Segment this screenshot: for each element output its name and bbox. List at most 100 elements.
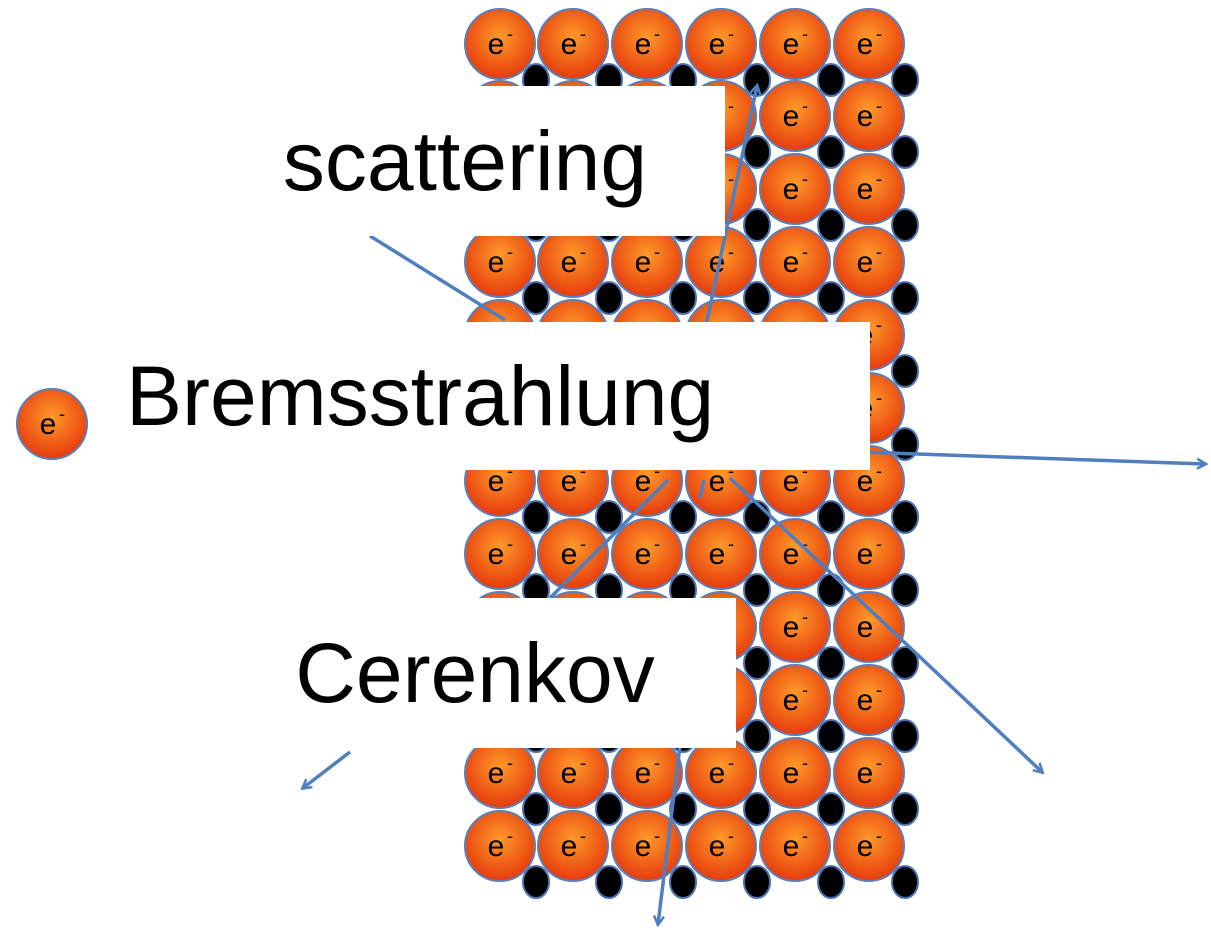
svg-text:-: - [507, 534, 513, 554]
nucleus-dot [743, 281, 771, 315]
lattice-electron: e- [537, 226, 609, 298]
svg-text:e: e [857, 173, 874, 206]
nucleus-dot [817, 208, 845, 242]
lattice-electron: e- [685, 8, 757, 80]
lattice-electron: e- [611, 226, 683, 298]
svg-text:e: e [709, 465, 726, 498]
svg-text:-: - [802, 24, 808, 44]
lattice-electron: e- [759, 591, 831, 663]
inner-short-track [698, 479, 706, 499]
svg-text:e: e [783, 28, 800, 61]
lattice-electron: e- [759, 664, 831, 736]
lattice-electron: e- [833, 80, 905, 152]
lattice-electron: e- [537, 810, 609, 882]
nucleus-dot [743, 135, 771, 169]
nucleus-dot [522, 792, 550, 826]
lattice-electron: e- [759, 737, 831, 809]
cerenkov-label: Cerenkov [214, 598, 736, 748]
svg-text:-: - [876, 242, 882, 262]
downward-track [658, 745, 682, 924]
scattering-label: scattering [205, 86, 725, 236]
lattice-electron: e- [611, 518, 683, 590]
nucleus-dot [891, 573, 919, 607]
lattice-electron: e- [759, 226, 831, 298]
lattice-electron: e- [833, 226, 905, 298]
svg-text:e: e [783, 100, 800, 133]
svg-text:e: e [635, 830, 652, 863]
nucleus-dot [817, 573, 845, 607]
cerenkov-out-track [303, 750, 352, 788]
svg-text:e: e [561, 538, 578, 571]
svg-text:e: e [783, 611, 800, 644]
svg-text:-: - [654, 461, 660, 481]
svg-text:-: - [802, 826, 808, 846]
svg-text:-: - [507, 24, 513, 44]
svg-text:e: e [709, 28, 726, 61]
scattering-track [369, 234, 506, 322]
svg-text:-: - [654, 534, 660, 554]
svg-text:e: e [488, 830, 505, 863]
svg-text:e: e [857, 246, 874, 279]
svg-text:-: - [728, 169, 734, 189]
svg-text:e: e [709, 830, 726, 863]
svg-text:-: - [876, 461, 882, 481]
svg-text:e: e [635, 538, 652, 571]
svg-text:-: - [876, 753, 882, 773]
lattice-electron: e- [611, 737, 683, 809]
svg-text:-: - [802, 680, 808, 700]
lattice-electron: e- [833, 664, 905, 736]
svg-text:-: - [876, 24, 882, 44]
svg-text:e: e [488, 28, 505, 61]
svg-text:e: e [857, 611, 874, 644]
lattice-electron: e- [833, 591, 905, 663]
lattice-electron: e- [759, 153, 831, 225]
svg-text:e: e [857, 465, 874, 498]
nucleus-dot [743, 573, 771, 607]
svg-text:e: e [783, 830, 800, 863]
svg-text:-: - [728, 826, 734, 846]
svg-text:e: e [488, 757, 505, 790]
svg-text:-: - [507, 753, 513, 773]
nucleus-dot [891, 500, 919, 534]
lattice-electron: e- [537, 8, 609, 80]
svg-text:e: e [783, 684, 800, 717]
nucleus-dot [817, 646, 845, 680]
svg-text:-: - [876, 826, 882, 846]
svg-text:-: - [876, 315, 882, 335]
svg-text:e: e [783, 465, 800, 498]
svg-text:-: - [802, 96, 808, 116]
nucleus-dot [817, 500, 845, 534]
nucleus-dot [817, 135, 845, 169]
nucleus-dot [891, 792, 919, 826]
svg-text:-: - [580, 461, 586, 481]
nucleus-dot [891, 281, 919, 315]
nucleus-dot [522, 281, 550, 315]
lattice-electron: e- [833, 153, 905, 225]
svg-text:-: - [654, 753, 660, 773]
svg-text:e: e [561, 246, 578, 279]
horizontal-out-track [859, 450, 1205, 464]
nucleus-dot [891, 135, 919, 169]
lattice-electron: e- [464, 226, 536, 298]
svg-text:e: e [635, 465, 652, 498]
lattice-electron: e- [537, 737, 609, 809]
svg-text:-: - [654, 242, 660, 262]
inner-left-track [548, 478, 670, 600]
lattice-electron: e- [685, 518, 757, 590]
svg-text:-: - [876, 534, 882, 554]
nucleus-dot [669, 792, 697, 826]
svg-text:e: e [857, 28, 874, 61]
nucleus-dot [595, 792, 623, 826]
svg-text:-: - [728, 242, 734, 262]
svg-text:-: - [507, 242, 513, 262]
svg-text:-: - [654, 24, 660, 44]
nucleus-dot [891, 646, 919, 680]
nucleus-dot [891, 354, 919, 388]
incoming-electron-icon: e- [16, 388, 88, 460]
svg-text:e: e [635, 757, 652, 790]
lattice-electron: e- [759, 80, 831, 152]
svg-text:e: e [635, 246, 652, 279]
svg-text:e: e [783, 538, 800, 571]
lattice-electron: e- [464, 737, 536, 809]
